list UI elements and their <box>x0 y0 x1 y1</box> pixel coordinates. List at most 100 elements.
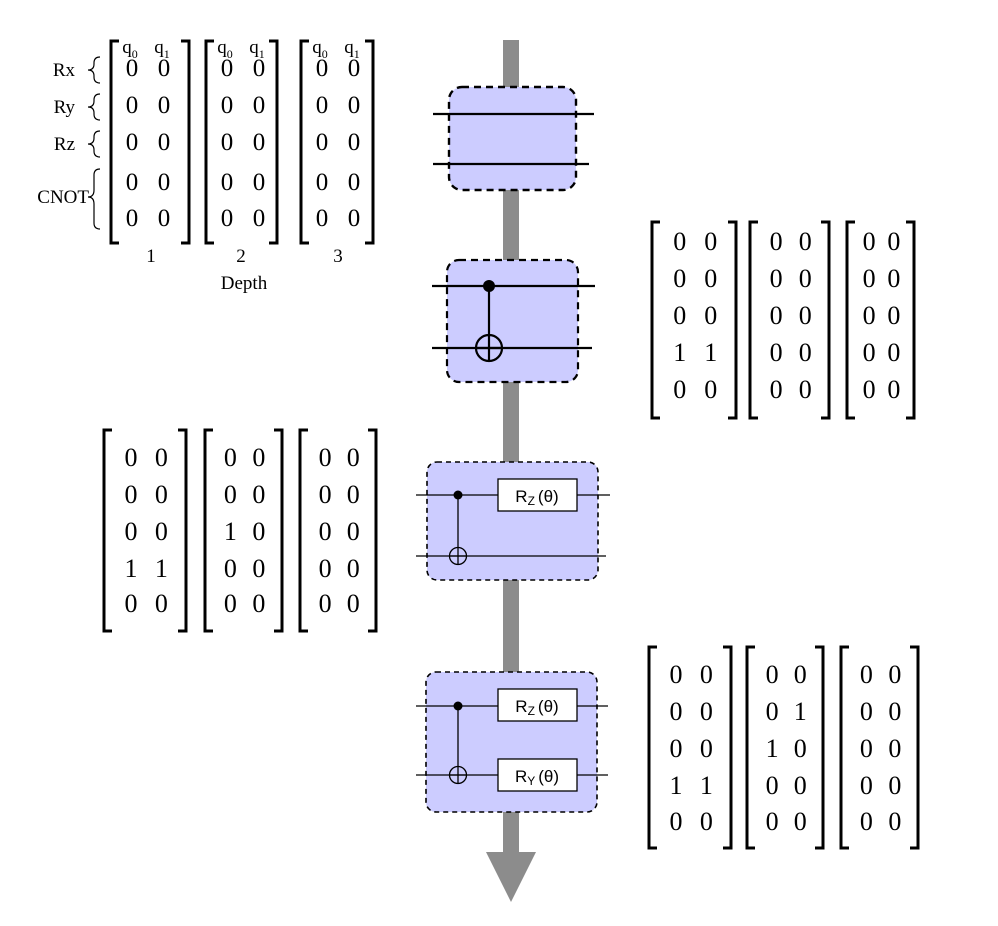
matrix-cell: 0 <box>253 205 266 232</box>
cnot-control-dot <box>453 490 463 500</box>
matrix-cell: 0 <box>253 129 266 156</box>
circuit-block <box>445 258 580 384</box>
matrix-cell: 0 <box>770 227 783 256</box>
matrix-bracket-left <box>647 645 657 850</box>
brace-rx <box>87 56 101 84</box>
matrix-bracket-right <box>365 39 375 245</box>
qubit-header-q1: q1 <box>249 37 265 61</box>
matrix-cell: 0 <box>670 697 683 726</box>
circuit-cnot-rz: RZ(θ) <box>416 461 610 581</box>
row-label-rz: Rz <box>54 134 75 155</box>
matrix-cell: 0 <box>125 517 138 546</box>
matrix-cell: 0 <box>347 517 360 546</box>
depth-number-2: 2 <box>236 246 246 267</box>
matrix-cell: 0 <box>316 129 329 156</box>
matrix-cell: 0 <box>670 660 683 689</box>
matrix-cell: 0 <box>155 480 168 509</box>
matrix-cell: 0 <box>770 375 783 404</box>
row-label-cnot: CNOT <box>37 187 89 208</box>
matrix-cell: 0 <box>158 55 171 82</box>
matrix-cell: 0 <box>319 480 332 509</box>
matrix-cell: 0 <box>704 375 717 404</box>
matrix-cell: 0 <box>155 589 168 618</box>
rz-gate-label: RZ(θ) <box>515 697 558 718</box>
matrix-bracket-left <box>109 39 119 245</box>
qubit-header-q1: q1 <box>154 37 170 61</box>
matrix-cell: 0 <box>221 205 234 232</box>
matrix-cell: 0 <box>673 227 686 256</box>
ry-gate-label: RY(θ) <box>515 767 559 788</box>
matrix-cell: 0 <box>252 554 265 583</box>
matrix-cell: 1 <box>673 338 686 367</box>
brace-ry <box>87 93 101 121</box>
matrix-cell: 0 <box>887 301 900 330</box>
matrix-bracket-left <box>748 220 758 420</box>
matrix-cell: 0 <box>126 92 139 119</box>
qubit-header-q0: q0 <box>122 37 138 61</box>
matrix-cell: 0 <box>887 227 900 256</box>
matrix-cell: 0 <box>700 807 713 836</box>
matrix-cell: 0 <box>316 55 329 82</box>
matrix-cell: 0 <box>319 554 332 583</box>
matrix-cell: 0 <box>863 264 876 293</box>
matrix-cell: 0 <box>766 697 779 726</box>
matrix-cell: 0 <box>347 589 360 618</box>
matrix-cell: 0 <box>863 301 876 330</box>
matrix-cell: 1 <box>224 517 237 546</box>
matrix-bracket-left <box>845 220 855 420</box>
matrix-cell: 0 <box>673 375 686 404</box>
matrix-cell: 0 <box>887 375 900 404</box>
matrix-cell: 0 <box>126 169 139 196</box>
matrix-cell: 0 <box>319 443 332 472</box>
depth-label: Depth <box>221 273 268 294</box>
matrix-bracket-right <box>181 39 191 245</box>
matrix-cell: 0 <box>158 169 171 196</box>
matrix-cell: 0 <box>700 697 713 726</box>
matrix-cell: 0 <box>125 480 138 509</box>
matrix-cell: 0 <box>860 771 873 800</box>
matrix-cell: 0 <box>224 443 237 472</box>
matrix-cell: 1 <box>704 338 717 367</box>
matrix-cell: 0 <box>704 301 717 330</box>
matrix-cell: 0 <box>766 660 779 689</box>
matrix-cell: 0 <box>860 807 873 836</box>
matrix-cell: 0 <box>319 517 332 546</box>
legend-row-labels: Rx Ry Rz CNOT <box>37 60 89 208</box>
matrix-bracket-right <box>274 428 284 633</box>
matrix-cell: 0 <box>348 55 361 82</box>
matrix-cell: 0 <box>860 660 873 689</box>
matrix-cell: 0 <box>700 734 713 763</box>
matrix-cell: 0 <box>348 205 361 232</box>
matrix-cell: 0 <box>253 55 266 82</box>
matrix-cell: 0 <box>253 169 266 196</box>
matrix-cell: 0 <box>794 734 807 763</box>
matrix-bracket-left <box>299 39 309 245</box>
matrix-bracket-left <box>204 39 214 245</box>
matrix-cell: 0 <box>673 301 686 330</box>
matrix-cell: 0 <box>158 205 171 232</box>
matrix-cell: 0 <box>158 129 171 156</box>
cnot-control-dot <box>453 701 463 711</box>
matrix-cell: 0 <box>860 697 873 726</box>
row-braces <box>87 56 101 230</box>
matrix-cell: 1 <box>125 554 138 583</box>
flow-arrow-shaft <box>503 40 519 862</box>
matrix-cell: 0 <box>221 129 234 156</box>
matrix-cell: 0 <box>224 554 237 583</box>
qubit-header-q1: q1 <box>344 37 360 61</box>
matrix-cell: 0 <box>347 480 360 509</box>
depth-number-1: 1 <box>146 246 156 267</box>
qubit-header-q0: q0 <box>217 37 233 61</box>
